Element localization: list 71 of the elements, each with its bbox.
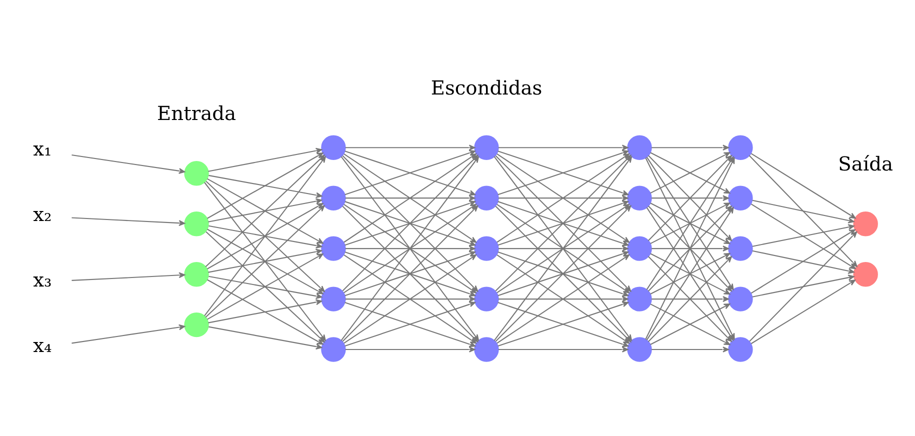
arrow bbox=[752, 274, 854, 297]
arrow bbox=[208, 326, 322, 349]
node-circle bbox=[627, 236, 652, 260]
node-text: x₄ bbox=[33, 334, 52, 357]
arrow bbox=[498, 346, 628, 352]
node-circle bbox=[627, 134, 652, 160]
arrow bbox=[208, 174, 322, 198]
arrow bbox=[652, 194, 729, 201]
arrow bbox=[72, 216, 186, 226]
arrow bbox=[652, 296, 729, 302]
node-circle bbox=[321, 336, 346, 362]
arrow bbox=[72, 272, 186, 280]
arrow bbox=[207, 252, 324, 320]
arrow bbox=[208, 275, 322, 299]
node-circle bbox=[474, 185, 499, 210]
arrow bbox=[72, 154, 186, 174]
node-circle bbox=[184, 160, 209, 186]
arrow bbox=[652, 144, 729, 150]
arrow bbox=[208, 298, 322, 323]
label: Escondidas bbox=[430, 76, 542, 99]
node-circle bbox=[321, 286, 346, 311]
label: Saída bbox=[838, 152, 894, 176]
node-text: x₂ bbox=[33, 202, 52, 226]
arrow bbox=[750, 152, 856, 218]
node-circle bbox=[627, 336, 652, 362]
node-circle bbox=[474, 286, 499, 311]
node-text: x₃ bbox=[33, 268, 52, 292]
arrow bbox=[345, 346, 476, 352]
node-circle bbox=[853, 211, 878, 236]
arrow bbox=[208, 248, 322, 272]
arrow bbox=[652, 346, 729, 352]
arrow bbox=[344, 254, 477, 344]
node-circle bbox=[627, 185, 652, 210]
node-circle bbox=[728, 185, 753, 210]
node-circle bbox=[184, 262, 209, 286]
node-circle bbox=[728, 236, 753, 260]
arrow bbox=[345, 144, 476, 150]
node-circle bbox=[474, 134, 499, 160]
node-circle bbox=[853, 262, 878, 286]
arrow bbox=[750, 279, 856, 344]
arrow bbox=[207, 278, 324, 344]
arrow bbox=[498, 245, 628, 252]
arrow bbox=[72, 324, 186, 344]
node-circle bbox=[627, 286, 652, 311]
arrow bbox=[752, 199, 854, 223]
arrow bbox=[650, 152, 730, 194]
node-circle bbox=[474, 236, 499, 260]
arrow bbox=[650, 202, 730, 244]
arrow bbox=[498, 194, 628, 201]
arrow bbox=[207, 228, 324, 294]
node-circle bbox=[728, 134, 753, 160]
node-circle bbox=[184, 211, 209, 236]
arrow bbox=[648, 256, 732, 342]
arrow bbox=[345, 245, 476, 252]
label: Entrada bbox=[157, 102, 236, 125]
node-text: x₁ bbox=[33, 137, 52, 160]
arrow bbox=[345, 194, 476, 201]
node-circle bbox=[474, 336, 499, 362]
arrow bbox=[208, 224, 322, 248]
arrow bbox=[345, 296, 476, 302]
node-circle bbox=[728, 286, 753, 311]
node-circle bbox=[321, 134, 346, 160]
node-circle bbox=[728, 336, 753, 362]
arrow bbox=[498, 296, 628, 302]
arrow bbox=[496, 254, 630, 344]
arrow bbox=[652, 245, 729, 252]
node-circle bbox=[321, 236, 346, 260]
arrow bbox=[498, 144, 628, 150]
arrow bbox=[752, 250, 854, 274]
node-circle bbox=[321, 185, 346, 210]
node-circle bbox=[184, 312, 209, 337]
